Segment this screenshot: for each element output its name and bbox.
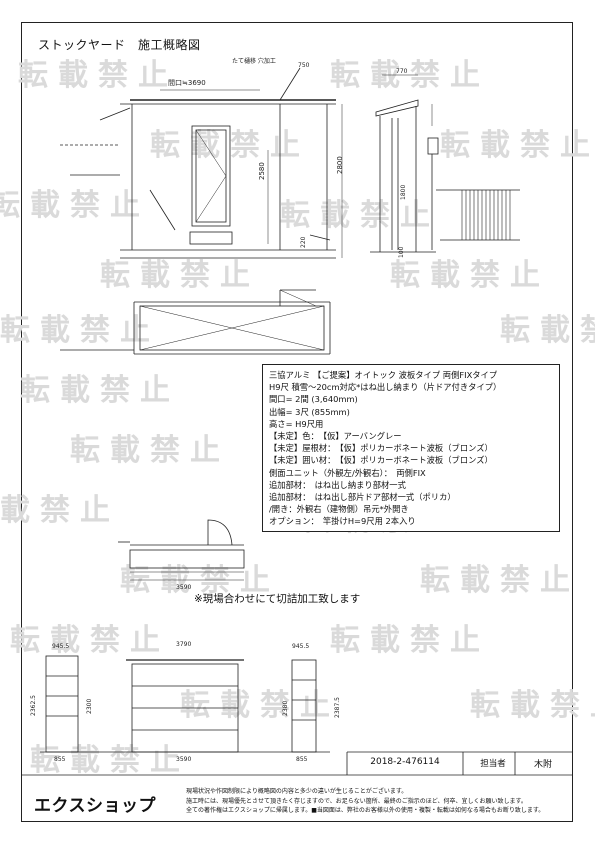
company-logo: エクスショップ	[34, 796, 156, 816]
staff-name: 木附	[533, 760, 552, 770]
watermark: 転載禁止	[18, 58, 178, 93]
page-title: ストックヤード 施工概略図	[38, 38, 201, 52]
watermark: 転載禁止	[390, 258, 550, 293]
dim-plan-width: 3590	[176, 584, 192, 591]
dim-elev-width: 3790	[176, 641, 192, 648]
watermark: 転載禁止	[70, 433, 230, 468]
dim-elev-h3: 2380	[282, 700, 289, 716]
staff-label: 担当者	[480, 759, 506, 769]
spec-line: 【未定】囲い材： 【仮】ポリカーボネート波板（ブロンズ）	[269, 455, 493, 466]
spec-line: 間口= 2間 (3,640mm)	[269, 394, 358, 405]
dim-side-top: 770	[396, 68, 408, 75]
spec-line: 三協アルミ 【ご提案】オイトック 波板タイプ 両側FIXタイプ	[269, 370, 498, 380]
watermark: 転載禁止	[330, 623, 490, 658]
spec-line: 追加部材： はね出し納まり部材一式	[269, 479, 406, 490]
watermark: 転載禁止	[330, 58, 490, 93]
dim-overall-height: 2800	[336, 156, 344, 174]
disclaimer: 現場状況や作図制限により概略図の内容と多少の違いが生じることがございます。 施工…	[186, 787, 566, 816]
drawing-code: 2018-2-476114	[370, 757, 440, 767]
spec-line: 高さ= H9尺用	[269, 418, 324, 429]
bottom-elevations	[40, 655, 330, 753]
watermark: 転載禁止	[440, 128, 595, 163]
watermark: 転載禁止	[420, 563, 580, 598]
front-elevation	[60, 67, 343, 259]
spec-line: オプション： 竿掛けH=9尺用 2本入り	[269, 516, 416, 527]
side-elevation	[370, 74, 520, 253]
plan-view	[60, 289, 331, 355]
disclaimer-line: 全ての著作権はエクスショップに帰属します。■当図面は、弊社のお客様以外の使用・複…	[186, 807, 545, 814]
watermark: 転載禁止	[500, 313, 595, 348]
dim-small-100: 100	[398, 246, 405, 258]
spec-line: H9尺 積雪～20cm対応*はね出し納まり（片ドア付きタイプ）	[269, 382, 502, 393]
dim-front-offset: 750	[298, 62, 310, 69]
dim-elev-b2: 3590	[176, 756, 192, 763]
watermark: 転載禁止	[30, 743, 190, 778]
spec-line: 【未定】屋根材： 【仮】ポリカーボネート波板（ブロンズ）	[269, 443, 493, 454]
watermark: 転載禁止	[280, 198, 440, 233]
dim-small-220: 220	[300, 236, 307, 248]
title-block	[21, 751, 573, 776]
watermark: 転載禁止	[470, 688, 595, 723]
dim-front-width: 間口≒3690	[168, 79, 206, 87]
dim-elev-h1: 2362.5	[30, 695, 37, 716]
dim-elev-left: 945.5	[52, 643, 70, 650]
spec-box: 三協アルミ 【ご提案】オイトック 波板タイプ 両側FIXタイプ H9尺 積雪～2…	[262, 364, 560, 532]
watermark: 転載禁止	[0, 188, 150, 223]
dim-elev-b1: 855	[54, 756, 66, 763]
watermark: 転載禁止	[180, 688, 340, 723]
spec-line: 追加部材： はね出し部片ドア部材一式（ポリカ）	[269, 491, 456, 502]
dim-door-label: たて樋移 穴加工	[232, 58, 276, 65]
site-adjust-note: ※現場合わせにて切詰加工致します	[194, 593, 361, 605]
spec-line: /開き：外観右（建物側）吊元*外開き	[269, 504, 409, 515]
dim-side-inner: 1800	[400, 184, 407, 200]
watermark: 転載禁止	[10, 623, 170, 658]
watermark: 転載禁止	[150, 128, 310, 163]
disclaimer-line: 現場状況や作図制限により概略図の内容と多少の違いが生じることがございます。	[186, 788, 408, 795]
watermark: 転載禁止	[0, 313, 160, 348]
dim-elev-right: 945.5	[292, 643, 310, 650]
drawing-frame	[21, 22, 573, 822]
spec-line: 【未定】色： 【仮】アーバングレー	[269, 430, 402, 441]
spec-line: 出幅= 3尺 (855mm)	[269, 406, 350, 417]
disclaimer-line: 施工時には、現場優先とさせて頂きたく存じますので、お足らない箇所、最終のご指示の…	[186, 797, 527, 805]
dim-front-height: 2580	[258, 162, 266, 180]
dim-elev-h4: 2387.5	[334, 697, 341, 718]
watermark: 転載禁止	[120, 563, 280, 598]
watermark: 転載禁止	[20, 373, 180, 408]
spec-line: 側面ユニット（外観左/外観右）： 両側FIX	[269, 467, 426, 478]
watermark: 転載禁止	[0, 493, 120, 528]
dim-elev-h2: 2300	[86, 698, 93, 714]
dim-elev-b3: 855	[296, 756, 308, 763]
watermark: 転載禁止	[100, 258, 260, 293]
small-plan	[118, 519, 245, 581]
